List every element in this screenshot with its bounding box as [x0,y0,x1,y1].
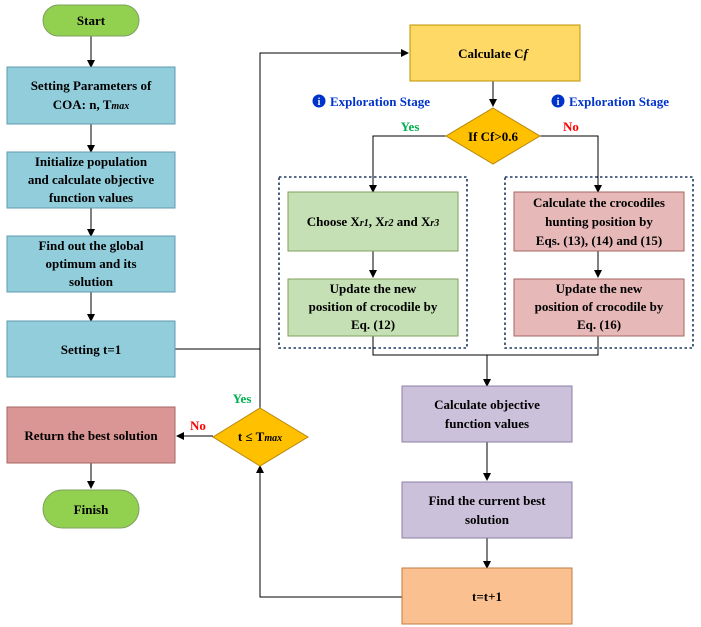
calculate-cf-label: Calculate Cf [458,46,529,61]
no-label-if-cf: No [563,119,579,134]
current-best-line-2: solution [465,512,510,527]
update-right-line-2: position of crocodile by [535,299,664,314]
decision-t-main: t ≤ T [238,429,265,444]
setting-parameters-line-2: COA: n, Tmax [53,97,129,112]
start-terminal [42,4,140,37]
update-left-line-1: Update the new [330,281,417,296]
setting-parameters-line-1: Setting Parameters of [31,78,152,93]
calculate-cf-box [409,24,581,82]
calc-obj-line-2: function values [445,416,529,431]
setting-parameters-line-2a: COA: n, T [53,97,112,112]
arrow-if-no-to-hunt [533,135,602,193]
finish-terminal [42,489,140,529]
choose-sub-r3: r3 [430,218,439,229]
hunting-position-box [513,191,685,252]
initialize-population-box [6,151,176,209]
calculate-cf-subscript: f [524,46,530,61]
initialize-line-2: and calculate objective [28,172,155,187]
exploration-group-right [504,176,694,349]
global-line-1: Find out the global [38,238,143,253]
setting-t-label: Setting t=1 [61,342,122,357]
increment-box [401,567,573,625]
setting-parameters-subscript: max [111,101,129,112]
hunting-line-1: Calculate the crocodiles [533,195,665,210]
exploration-stage-label-left: Exploration Stage [330,94,430,109]
info-icon-right [551,94,565,108]
choose-sub-r1: r1 [360,218,369,229]
global-line-3: solution [69,274,114,289]
update-position-right-box [513,278,685,337]
setting-t-box [6,320,176,378]
choose-random-box [287,191,459,252]
update-right-line-1: Update the new [556,281,643,296]
calc-obj-line-1: Calculate objective [434,397,540,412]
return-best-label: Return the best solution [24,428,158,443]
arrow-if-yes-to-choose [369,135,452,193]
if-cf-diamond [445,107,541,165]
choose-random-label: Choose Xr1, Xr2 and Xr3 [307,214,440,229]
decision-t-label: t ≤ Tmax [238,429,282,444]
update-left-line-3: Eq. (12) [351,317,395,332]
current-best-box [401,481,573,539]
return-best-box [6,406,176,464]
initialize-line-1: Initialize population [35,154,148,169]
setting-parameters-box [6,66,176,125]
increment-label: t=t+1 [472,589,502,604]
calculate-cf-main: Calculate C [458,46,523,61]
update-right-line-3: Eq. (16) [577,317,621,332]
if-cf-label: If Cf>0.6 [468,129,519,144]
current-best-line-1: Find the current best [428,493,546,508]
line-update-right-merge [487,336,599,356]
initialize-line-3: function values [49,190,133,205]
yes-label-if-cf: Yes [401,119,420,134]
choose-part-1: Choose X [307,214,361,229]
global-line-2: optimum and its [45,256,136,271]
exploration-group-left [278,176,468,349]
update-position-left-box [287,278,459,337]
choose-part-2: , X [369,214,386,229]
hunting-line-3: Eqs. (13), (14) and (15) [536,233,662,248]
choose-sub-r2: r2 [385,218,394,229]
no-label-decision-t: No [190,418,206,433]
update-left-line-2: position of crocodile by [309,299,438,314]
start-label: Start [77,13,106,28]
arrow-increment-to-decision [256,465,402,598]
choose-part-3: and X [394,214,431,229]
exploration-stage-label-right: Exploration Stage [569,94,669,109]
line-update-left-merge [372,336,487,356]
finish-label: Finish [74,502,109,517]
info-icon-left-glyph: i [318,97,321,108]
calculate-objective-box [401,385,573,443]
yes-label-decision-t: Yes [233,391,252,406]
global-optimum-box [6,235,176,293]
info-icon-left [312,94,326,108]
decision-t-subscript: max [264,433,282,444]
decision-t-diamond [212,407,309,467]
hunting-line-2: hunting position by [545,214,653,229]
info-icon-right-glyph: i [557,97,560,108]
